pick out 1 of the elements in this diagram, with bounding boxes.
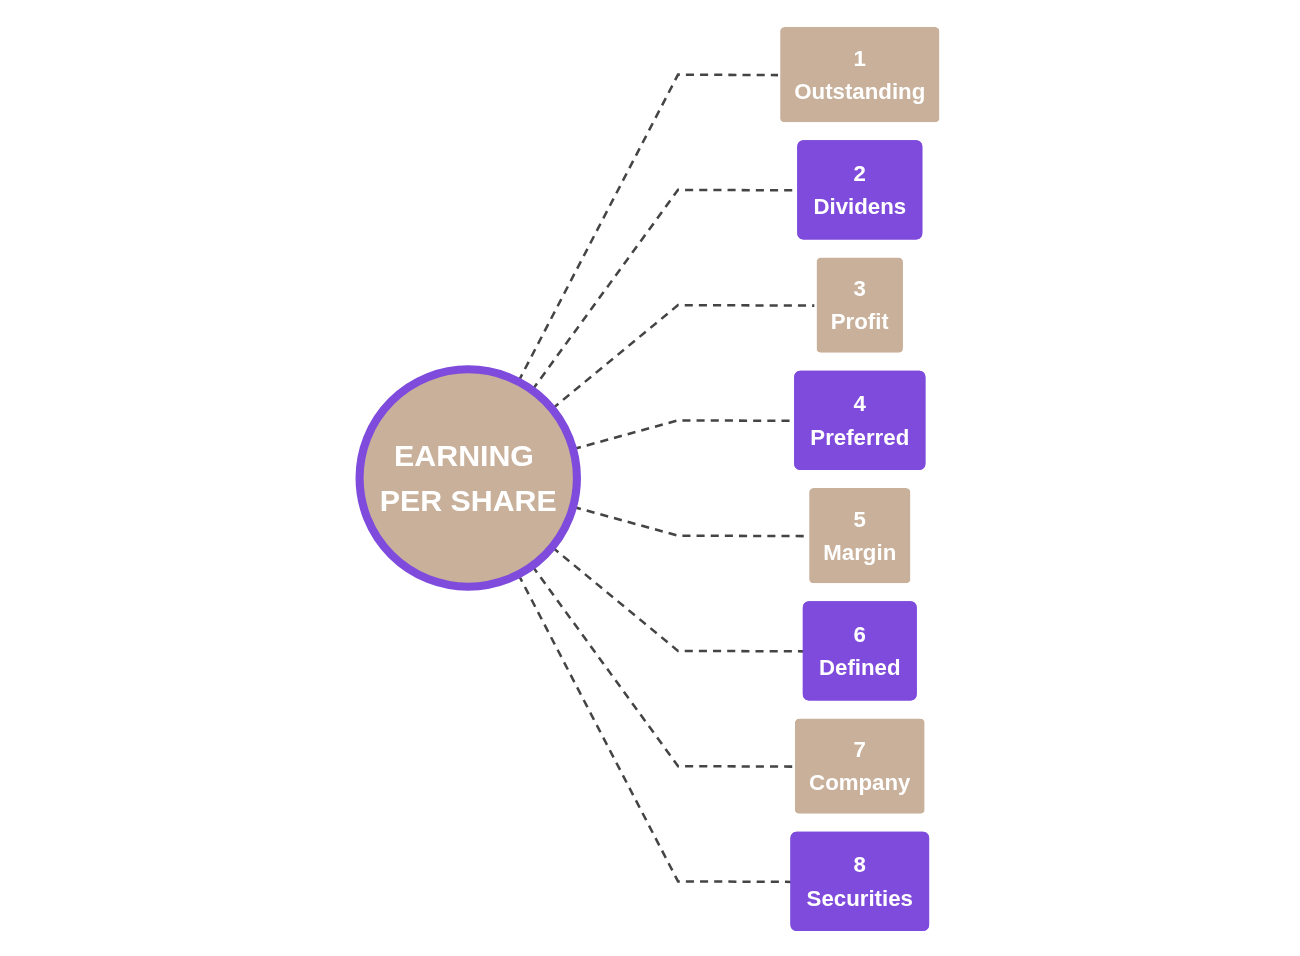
node-circle: EARNING PER SHARE xyxy=(355,365,581,591)
